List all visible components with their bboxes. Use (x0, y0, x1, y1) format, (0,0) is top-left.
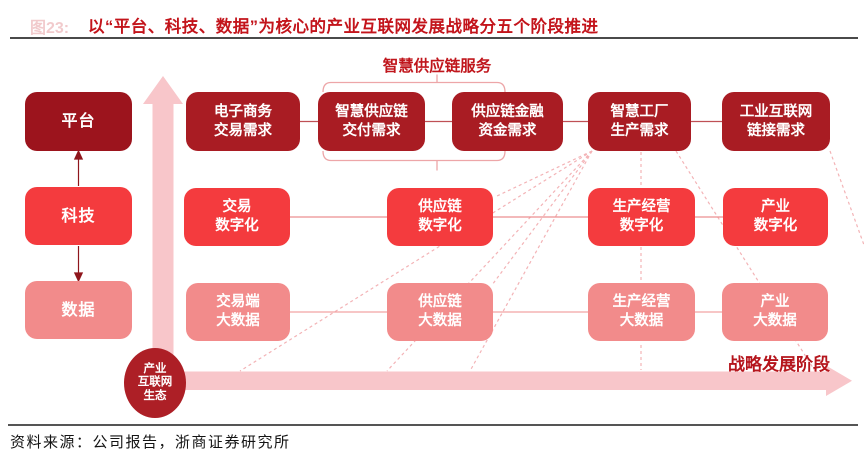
footer-divider (8, 424, 858, 426)
box-line: 交易需求 (214, 122, 272, 139)
box-industry-bigdata: 产业 大数据 (722, 283, 828, 341)
circle-line: 互联网 (137, 376, 173, 389)
box-line: 生产经营 (612, 199, 671, 215)
x-axis-arrow-shaft (160, 371, 826, 390)
box-line: 数字化 (753, 218, 798, 234)
x-axis-label: 战略发展阶段 (728, 355, 830, 374)
origin-circle-industrial-internet-ecosystem: 产业 互联网 生态 (124, 348, 186, 418)
box-line: 数字化 (215, 218, 259, 234)
box-line: 数字化 (418, 218, 462, 234)
box-production-digitalization: 生产经营 数字化 (588, 188, 695, 246)
box-industrial-internet-demand: 工业互联网 链接需求 (722, 92, 830, 151)
box-line: 智慧供应链 (335, 103, 408, 120)
box-line: 供应链 (418, 294, 462, 310)
box-technology: 科技 (25, 187, 132, 245)
box-line: 资金需求 (478, 122, 537, 139)
box-line: 供应链金融 (471, 103, 544, 120)
box-label: 平台 (61, 113, 96, 130)
box-trade-digitalization: 交易 数字化 (184, 188, 290, 246)
box-line: 交易端 (216, 294, 260, 310)
x-axis-arrow-head (826, 365, 852, 396)
figure-number-label: 图23: (30, 20, 70, 37)
box-trade-bigdata: 交易端 大数据 (186, 283, 290, 341)
box-line: 大数据 (753, 313, 797, 329)
box-label: 数据 (61, 301, 96, 319)
source-note: 资料来源：公司报告，浙商证券研究所 (10, 433, 291, 451)
box-line: 工业互联网 (739, 103, 813, 120)
box-industry-digitalization: 产业 数字化 (723, 188, 828, 246)
box-line: 数字化 (619, 218, 664, 234)
circle-line: 产业 (143, 362, 167, 375)
y-axis-arrow (143, 76, 183, 378)
circle-line: 生态 (143, 389, 167, 402)
box-line: 大数据 (216, 313, 260, 329)
box-line: 大数据 (619, 313, 664, 329)
box-line: 大数据 (418, 313, 462, 329)
page-title: 以“平台、科技、数据”为核心的产业互联网发展战略分五个阶段推进 (88, 18, 599, 36)
box-line: 产业 (760, 294, 790, 310)
box-supply-chain-bigdata: 供应链 大数据 (387, 283, 493, 341)
box-production-bigdata: 生产经营 大数据 (588, 283, 695, 341)
box-line: 生产经营 (612, 294, 671, 310)
box-line: 生产需求 (610, 122, 669, 139)
box-platform: 平台 (25, 92, 132, 151)
box-line: 交易 (222, 199, 252, 215)
box-ecommerce-demand: 电子商务 交易需求 (186, 92, 300, 151)
box-line: 链接需求 (747, 122, 805, 139)
box-line: 产业 (761, 199, 790, 215)
box-line: 电子商务 (214, 103, 272, 120)
box-supply-finance-demand: 供应链金融 资金需求 (452, 92, 563, 151)
left-column-arrows (73, 149, 84, 283)
box-smart-factory-demand: 智慧工厂 生产需求 (588, 92, 691, 151)
supply-chain-brackets (322, 74, 506, 171)
box-data: 数据 (25, 281, 132, 339)
box-line: 智慧工厂 (610, 103, 669, 120)
box-line: 交付需求 (342, 122, 401, 139)
smart-supply-chain-service-label: 智慧供应链服务 (382, 58, 492, 75)
box-smart-supply-delivery-demand: 智慧供应链 交付需求 (318, 92, 425, 151)
box-line: 供应链 (418, 199, 462, 215)
box-label: 科技 (61, 207, 96, 225)
title-underline (10, 37, 858, 39)
box-supply-chain-digitalization: 供应链 数字化 (387, 188, 493, 246)
